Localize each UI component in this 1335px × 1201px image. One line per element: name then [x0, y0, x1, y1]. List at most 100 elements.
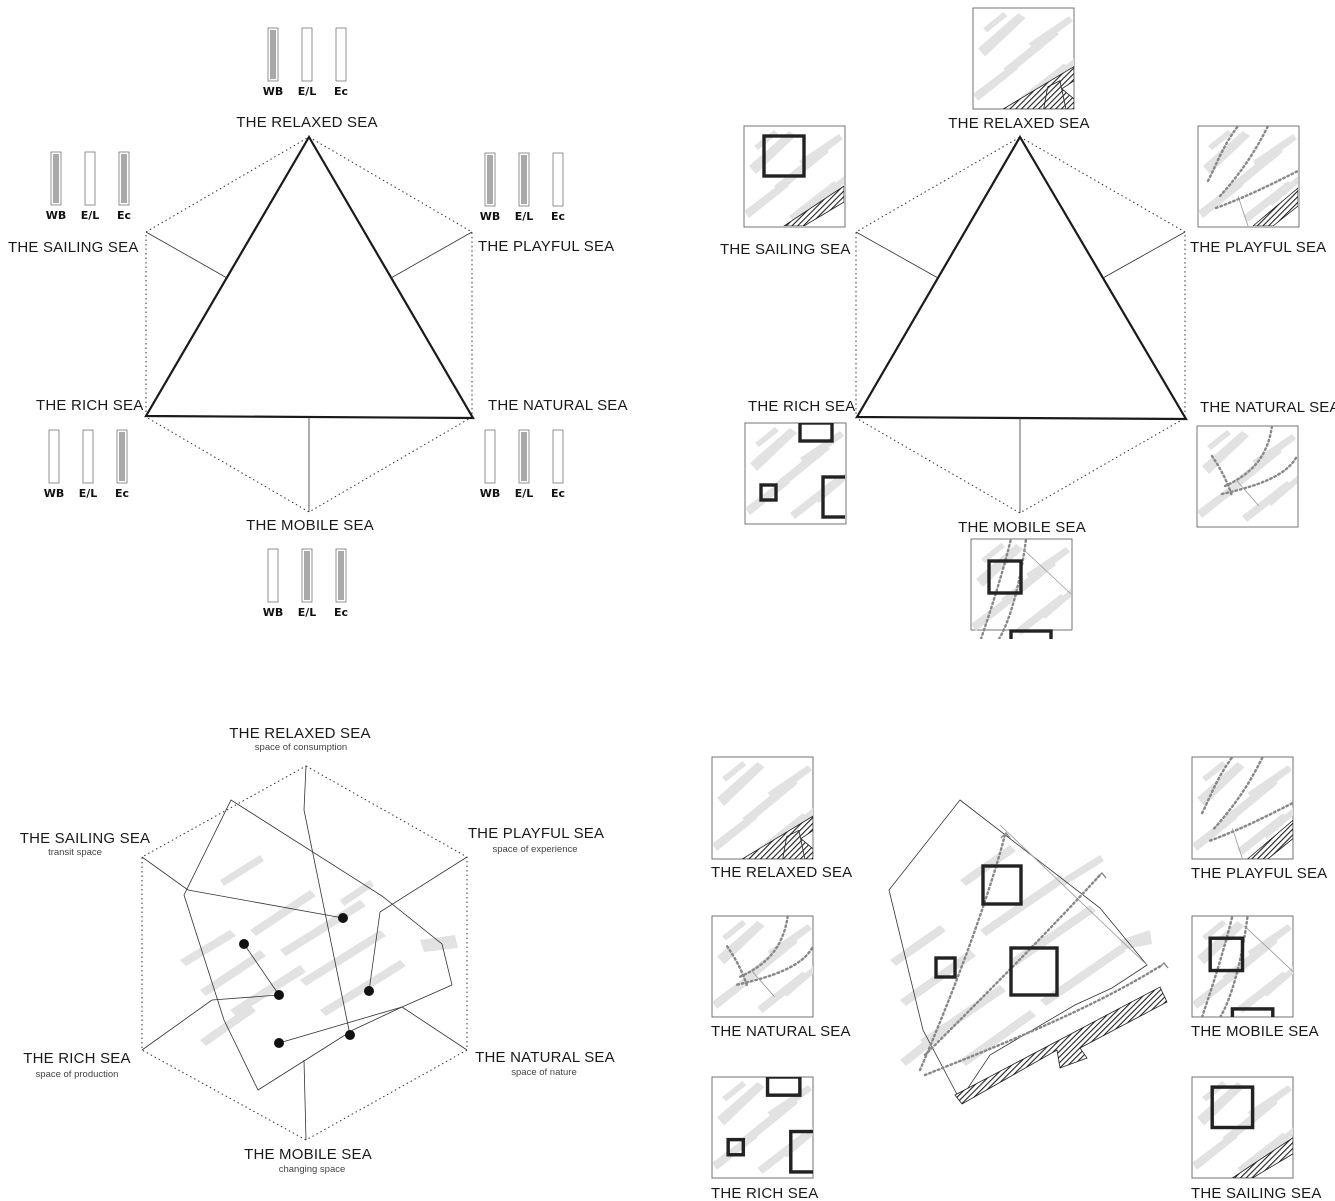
inset-map-rich	[745, 423, 853, 525]
bar-label-wb: WB	[263, 85, 284, 98]
subtitle-mobile-sea: changing space	[279, 1164, 346, 1175]
link-playful	[368, 911, 381, 992]
label-natural-sea: THE NATURAL SEA	[1200, 399, 1335, 416]
bar-el-outline	[301, 27, 313, 82]
spoke-playful	[390, 231, 473, 279]
site-marker	[934, 956, 957, 979]
inset-map-playful	[1198, 126, 1300, 228]
bar-label-el: E/L	[81, 209, 100, 222]
link-rich	[211, 994, 280, 1001]
label-sailing-sea: THE SAILING SEA	[1191, 1185, 1322, 1201]
bar-label-wb: WB	[46, 209, 67, 222]
panel-map-composite: THE RELAXED SEA THE PLAYFUL SEA THE NATU…	[711, 757, 1327, 1201]
bar-label-wb: WB	[263, 606, 284, 619]
bar-wb-fill	[270, 30, 276, 79]
spoke-relaxed	[303, 765, 307, 811]
triangle	[855, 134, 1188, 421]
node-dot	[274, 990, 284, 1000]
bar-label-el: E/L	[298, 606, 317, 619]
spoke-sailing	[855, 231, 939, 279]
bar-ec-fill	[121, 154, 127, 203]
label-natural-sea: THE NATURAL SEA	[488, 397, 628, 414]
bar-ec-outline	[335, 27, 347, 82]
bar-el-outline	[82, 429, 94, 484]
panel-hexagon-siteplan: THE RELAXED SEA space of consumption THE…	[20, 725, 615, 1175]
link-sailing	[187, 889, 344, 919]
spoke-natural	[401, 1006, 468, 1051]
label-mobile-sea: THE MOBILE SEA	[246, 517, 374, 534]
bar-label-el: E/L	[515, 487, 534, 500]
bar-ec-outline	[552, 429, 564, 484]
inset-map-relaxed	[972, 7, 1076, 110]
bars-natural: WB E/L Ec	[480, 429, 565, 500]
composite-site-plan	[888, 799, 1169, 1105]
inset-map-sailing	[744, 125, 846, 227]
spoke-playful	[1102, 231, 1186, 279]
bar-label-el: E/L	[515, 210, 534, 223]
inset-map-playful	[1192, 757, 1295, 859]
inset-map-rich	[712, 1077, 821, 1179]
subtitle-natural-sea: space of nature	[511, 1067, 577, 1078]
bar-wb-fill	[53, 154, 59, 203]
inset-map-natural	[1197, 426, 1299, 528]
route-path	[923, 963, 1164, 1077]
label-rich-sea: THE RICH SEA	[748, 398, 855, 415]
bar-label-wb: WB	[44, 487, 65, 500]
bar-label-ec: Ec	[334, 606, 348, 619]
bar-wb-outline	[48, 429, 60, 484]
link-node	[243, 943, 280, 996]
bar-label-el: E/L	[298, 85, 317, 98]
inset-map-mobile	[971, 539, 1073, 661]
bar-label-wb: WB	[480, 487, 501, 500]
bar-wb-outline	[267, 548, 279, 603]
panel-bar-triangle: THE RELAXED SEA THE SAILING SEA THE PLAY…	[8, 27, 628, 619]
bar-el-outline	[84, 151, 96, 206]
route-path	[923, 873, 1102, 1057]
bar-el-fill	[521, 432, 527, 481]
bar-ec-outline	[552, 152, 564, 207]
bar-ec-fill	[338, 551, 344, 600]
bars-playful: WB E/L Ec	[480, 152, 565, 223]
bar-label-ec: Ec	[551, 210, 565, 223]
bar-wb-fill	[487, 155, 493, 204]
bar-label-ec: Ec	[115, 487, 129, 500]
route-path	[918, 833, 1007, 1072]
label-relaxed-sea: THE RELAXED SEA	[236, 114, 377, 131]
spoke-rich	[141, 999, 213, 1051]
label-playful-sea: THE PLAYFUL SEA	[478, 238, 614, 255]
bar-label-wb: WB	[480, 210, 501, 223]
label-natural-sea: THE NATURAL SEA	[711, 1023, 851, 1040]
label-rich-sea: THE RICH SEA	[36, 397, 143, 414]
label-rich-sea: THE RICH SEA	[23, 1050, 130, 1067]
inset-map-sailing	[1192, 1076, 1295, 1178]
label-sailing-sea: THE SAILING SEA	[8, 239, 139, 256]
bar-ec-fill	[119, 432, 125, 481]
bar-el-fill	[304, 551, 310, 600]
site-marker	[1009, 946, 1059, 997]
sea-texture	[890, 845, 1152, 1066]
bars-mobile: WB E/L Ec	[263, 548, 348, 619]
bar-wb-outline	[484, 429, 496, 484]
spoke-playful	[379, 856, 468, 913]
link-relaxed	[303, 809, 351, 1036]
label-mobile-sea: THE MOBILE SEA	[958, 519, 1086, 536]
node-dot	[364, 986, 374, 996]
node-dot	[338, 913, 348, 923]
subtitle-relaxed-sea: space of consumption	[255, 742, 347, 753]
inset-map-relaxed	[711, 756, 815, 860]
node-dot	[345, 1030, 355, 1040]
bar-el-fill	[521, 155, 527, 204]
label-playful-sea: THE PLAYFUL SEA	[468, 825, 604, 842]
bar-label-ec: Ec	[551, 487, 565, 500]
node-dot	[239, 939, 249, 949]
label-relaxed-sea: THE RELAXED SEA	[711, 864, 852, 881]
subtitle-sailing-sea: transit space	[48, 847, 102, 858]
label-sailing-sea: THE SAILING SEA	[720, 241, 851, 258]
panel-map-triangle: THE RELAXED SEA THE SAILING SEA THE PLAY…	[720, 7, 1335, 661]
spoke-sailing	[145, 231, 228, 279]
label-sailing-sea: THE SAILING SEA	[20, 830, 151, 847]
label-rich-sea: THE RICH SEA	[711, 1185, 818, 1201]
